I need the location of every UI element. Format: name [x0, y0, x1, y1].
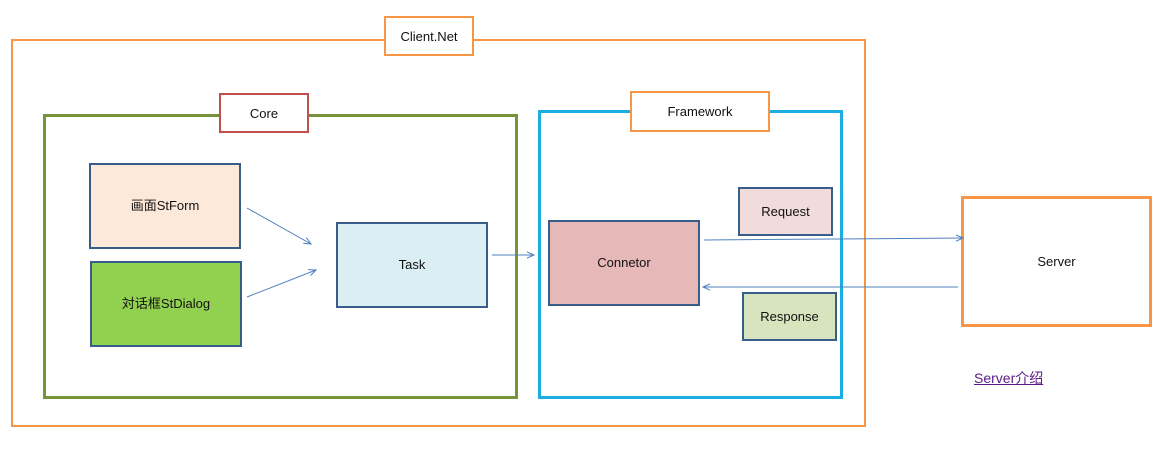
- connector-box: Connetor: [548, 220, 700, 306]
- stform-box: 画面StForm: [89, 163, 241, 249]
- client-net-label: Client.Net: [384, 16, 474, 56]
- stdialog-box: 対话框StDialog: [90, 261, 242, 347]
- response-box: Response: [742, 292, 837, 341]
- task-box: Task: [336, 222, 488, 308]
- server-intro-link[interactable]: Server介绍: [974, 370, 1044, 386]
- server-box: Server: [961, 196, 1152, 327]
- request-box: Request: [738, 187, 833, 236]
- framework-label: Framework: [630, 91, 770, 132]
- core-label: Core: [219, 93, 309, 133]
